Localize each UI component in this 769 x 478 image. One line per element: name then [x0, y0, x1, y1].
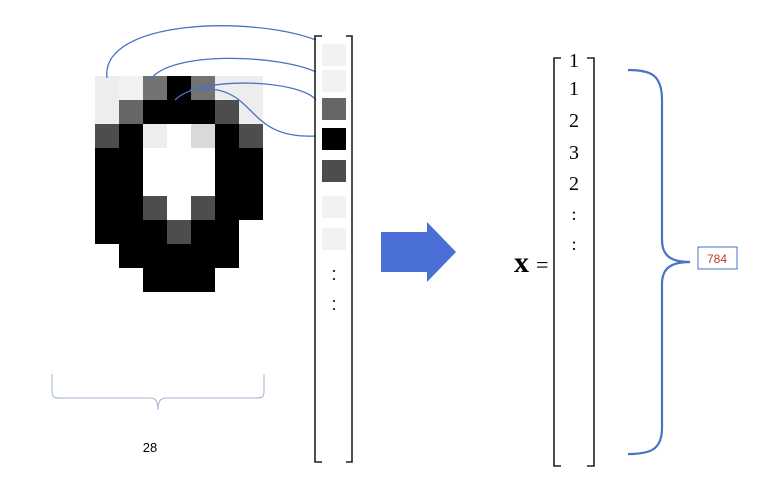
equation-right-bracket: [587, 57, 595, 467]
equation-values: 1 1 2 3 2 : :: [569, 50, 579, 254]
pixel: [167, 268, 191, 292]
pixel: [191, 244, 215, 268]
vector-cell: [322, 228, 346, 250]
pixel: [191, 100, 215, 124]
pixel: [167, 100, 191, 124]
dimension-brace: [627, 68, 691, 456]
pixel: [119, 244, 143, 268]
equation-value-4: 3: [569, 142, 579, 164]
pixel: [95, 220, 119, 244]
pixel: [239, 148, 263, 172]
vector-left-bracket: [314, 35, 322, 463]
pixel: [191, 124, 215, 148]
pixel: [95, 124, 119, 148]
mapping-curve-2: [149, 57, 317, 81]
equation-value-1: 1: [569, 50, 579, 72]
pixel: [143, 100, 167, 124]
dimension-label: 784: [707, 252, 727, 266]
pixel: [215, 76, 239, 100]
pixel: [215, 220, 239, 244]
width-brace: [51, 374, 265, 411]
equals-sign: =: [536, 252, 548, 277]
pixel: [119, 148, 143, 172]
pixel: [143, 196, 167, 220]
dimension-label-box: [697, 246, 738, 270]
pixel: [95, 100, 119, 124]
pixel: [239, 172, 263, 196]
pixel: [191, 196, 215, 220]
column-vector: : :: [314, 35, 353, 463]
vector-right-bracket: [346, 35, 353, 463]
transform-arrow: [381, 222, 456, 282]
pixel: [239, 76, 263, 100]
pixel: [167, 220, 191, 244]
pixel: [215, 196, 239, 220]
mapping-curve-4: [189, 88, 317, 137]
pixel: [143, 244, 167, 268]
pixel: [119, 220, 143, 244]
pixel: [215, 100, 239, 124]
vector-cells: [322, 44, 346, 250]
pixel: [143, 76, 167, 100]
pixel: [119, 100, 143, 124]
equation: x = 1 1 2 3 2 : :: [514, 50, 595, 467]
pixel: [95, 172, 119, 196]
pixel: [95, 76, 119, 100]
equation-value-3: 2: [569, 110, 579, 132]
mapping-curve-3: [174, 82, 317, 101]
pixel: [95, 196, 119, 220]
mapping-curves: [106, 25, 317, 137]
pixel: [95, 148, 119, 172]
vector-cell: [322, 70, 346, 92]
equation-left-bracket: [553, 57, 561, 467]
vector-ellipsis-2: :: [331, 294, 336, 314]
pixel: [191, 268, 215, 292]
pixel: [119, 124, 143, 148]
pixel: [143, 268, 167, 292]
pixel: [167, 244, 191, 268]
pixel: [215, 244, 239, 268]
vector-cell: [322, 128, 346, 150]
pixel: [119, 76, 143, 100]
pixel: [119, 196, 143, 220]
pixel: [191, 220, 215, 244]
equation-value-2: 1: [569, 78, 579, 100]
pixel: [215, 148, 239, 172]
variable-x: x: [514, 246, 529, 279]
width-label: 28: [143, 440, 157, 455]
pixel: [239, 124, 263, 148]
vector-ellipsis-1: :: [331, 264, 336, 284]
pixel-image: [95, 76, 263, 292]
pixel: [215, 124, 239, 148]
pixel: [191, 76, 215, 100]
vector-cell: [322, 44, 346, 66]
pixel: [215, 172, 239, 196]
equation-value-5: 2: [569, 173, 579, 195]
equation-value-7: :: [571, 234, 576, 254]
pixel: [143, 124, 167, 148]
pixel: [239, 196, 263, 220]
pixel: [119, 172, 143, 196]
vector-cell: [322, 160, 346, 182]
equation-value-6: :: [571, 204, 576, 224]
vector-cell: [322, 196, 346, 218]
mapping-curve-1: [106, 25, 317, 79]
vector-cell: [322, 98, 346, 120]
pixel: [143, 220, 167, 244]
